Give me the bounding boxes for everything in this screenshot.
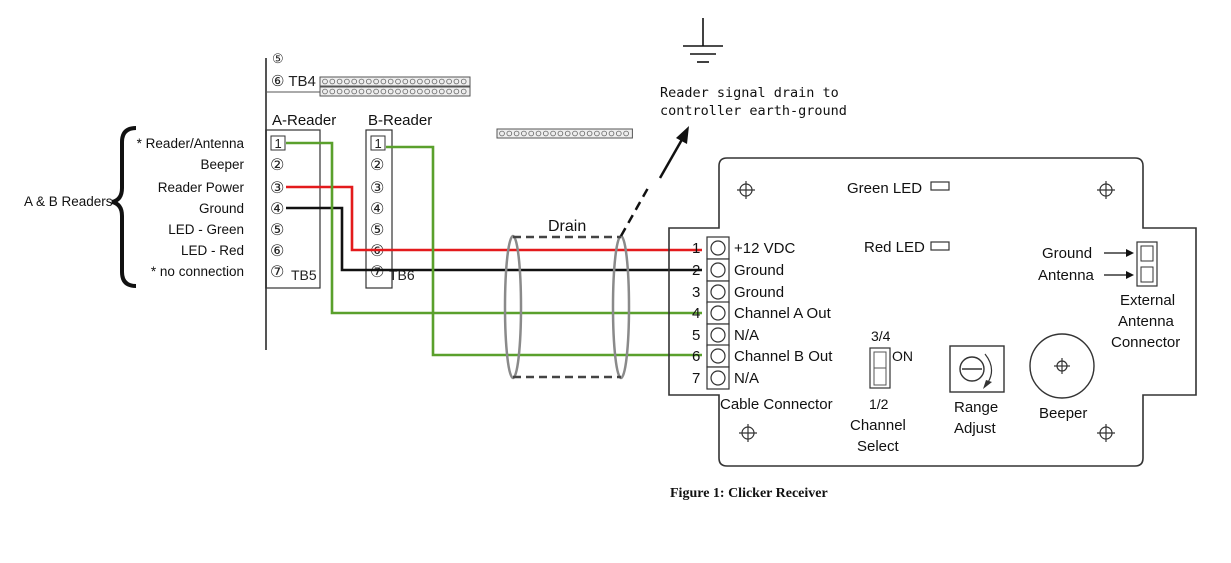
ext-antenna-ground-label: Ground	[1042, 245, 1092, 262]
mounting-holes	[737, 181, 1115, 442]
green-led-label: Green LED	[847, 180, 922, 197]
cable-pin-label: Ground	[734, 284, 784, 301]
shield-ring-left	[503, 234, 523, 380]
tb4-label: ⑥ TB4	[271, 73, 316, 90]
cable-pin-label: Ground	[734, 262, 784, 279]
controller-pin-label: * no connection	[151, 264, 244, 279]
drain-to-ground-dashed	[619, 187, 650, 237]
earth-note-line1: Reader signal drain to	[660, 85, 839, 101]
readers-brace	[111, 126, 137, 288]
antenna-pin-arrow-icon	[1126, 271, 1134, 279]
tb5-label: TB5	[291, 267, 317, 283]
channel-select-on-label: ON	[892, 348, 913, 364]
power-wire	[286, 185, 702, 252]
channel-a-wire	[286, 141, 702, 315]
ground-wire	[286, 206, 702, 272]
tb6-terminal-7: ⑦	[370, 262, 384, 281]
cable-pin-number: 3	[692, 284, 700, 301]
mounting-hole-icon	[739, 424, 757, 442]
controller-pin-label: LED - Green	[168, 222, 244, 237]
a-reader-title: A-Reader	[272, 112, 336, 129]
controller-pin-label: Ground	[199, 201, 244, 216]
tb5-terminal-1: 1	[275, 136, 282, 151]
range-adjust-line2: Adjust	[954, 420, 997, 437]
ground-pin-arrow-icon	[1126, 249, 1134, 257]
tb6-terminal-2: ②	[370, 155, 384, 174]
readers-group-label: A & B Readers	[24, 194, 113, 209]
mounting-hole-icon	[737, 181, 755, 199]
drain-label: Drain	[548, 218, 586, 235]
controller-board: ⑤ ⑥ TB4 A-Reader B-Reader TB5 TB6 1②③④⑤⑥…	[24, 51, 633, 350]
tb6-terminal-1: 1	[375, 136, 382, 151]
cable-pin-number: 7	[692, 370, 700, 387]
channel-select-top-label: 3/4	[871, 328, 891, 344]
controller-pin-label: Reader Power	[158, 180, 245, 195]
tb6-terminal-4: ④	[370, 199, 384, 218]
figure-caption: Figure 1: Clicker Receiver	[670, 486, 828, 501]
range-adjust-knob: Range Adjust	[949, 345, 1005, 437]
right-header-strip	[496, 128, 633, 139]
wires	[286, 141, 702, 357]
beeper-label: Beeper	[1039, 405, 1087, 422]
tb5-terminal-4: ④	[270, 199, 284, 218]
tb6-terminal-5: ⑤	[370, 220, 384, 239]
earth-ground-icon	[683, 18, 723, 63]
tb5-terminals: 1 ② ③ ④ ⑤ ⑥ ⑦	[270, 135, 286, 281]
earth-note-line2: controller earth-ground	[660, 103, 847, 119]
cable-pin-number: 5	[692, 327, 700, 344]
shield-ring-right	[611, 234, 631, 380]
drain-arrow-head	[676, 126, 689, 144]
b-reader-title: B-Reader	[368, 112, 432, 129]
drain-arrow-shaft	[658, 135, 686, 179]
tb5-terminal-5: ⑤	[270, 220, 284, 239]
controller-pin-label: LED - Red	[181, 243, 244, 258]
channel-select-label1: Channel	[850, 417, 906, 434]
tb5-terminal-2: ②	[270, 155, 284, 174]
ext-antenna-line1: External	[1120, 292, 1175, 309]
range-adjust-line1: Range	[954, 399, 998, 416]
ext-antenna-line3: Connector	[1111, 334, 1180, 351]
tb5-terminal-3: ③	[270, 178, 284, 197]
cable-connector-label: Cable Connector	[720, 396, 833, 413]
channel-b-wire	[386, 145, 702, 357]
ext-antenna-line2: Antenna	[1118, 313, 1175, 330]
tb4-partial-glyph: ⑤	[272, 51, 284, 66]
controller-pin-label: * Reader/Antenna	[137, 136, 245, 151]
cable-pin-number: 1	[692, 240, 700, 257]
channel-select-label2: Select	[857, 438, 900, 455]
green-led-indicator	[930, 181, 950, 191]
cable-pin-number: 4	[692, 305, 700, 322]
cable-pin-number: 2	[692, 262, 700, 279]
receiver-housing	[668, 157, 1197, 467]
cable-shield: Drain	[503, 126, 689, 380]
cable-pin-label: N/A	[734, 370, 759, 387]
tb6-terminal-block	[365, 129, 393, 289]
cable-pin-label: +12 VDC	[734, 240, 795, 257]
channel-select-bottom-label: 1/2	[869, 396, 889, 412]
ext-antenna-antenna-label: Antenna	[1038, 267, 1095, 284]
tb5-terminal-6: ⑥	[270, 241, 284, 260]
cable-pin-label: N/A	[734, 327, 759, 344]
cable-pin-label: Channel A Out	[734, 305, 832, 322]
cable-pin-number: 6	[692, 348, 700, 365]
tb4-header-strip	[319, 76, 471, 97]
red-led-indicator	[930, 241, 950, 251]
controller-pin-label: Beeper	[200, 157, 244, 172]
mounting-hole-icon	[1097, 181, 1115, 199]
beeper: Beeper	[1029, 333, 1095, 422]
external-antenna-connector: Ground Antenna External Antenna Connecto…	[1038, 241, 1180, 351]
channel-select-switch: 3/4 ON 1/2 Channel Select	[850, 328, 913, 455]
mounting-hole-icon	[1097, 424, 1115, 442]
tb6-terminal-3: ③	[370, 178, 384, 197]
red-led-label: Red LED	[864, 239, 925, 256]
cable-pin-label: Channel B Out	[734, 348, 833, 365]
tb5-terminal-7: ⑦	[270, 262, 284, 281]
